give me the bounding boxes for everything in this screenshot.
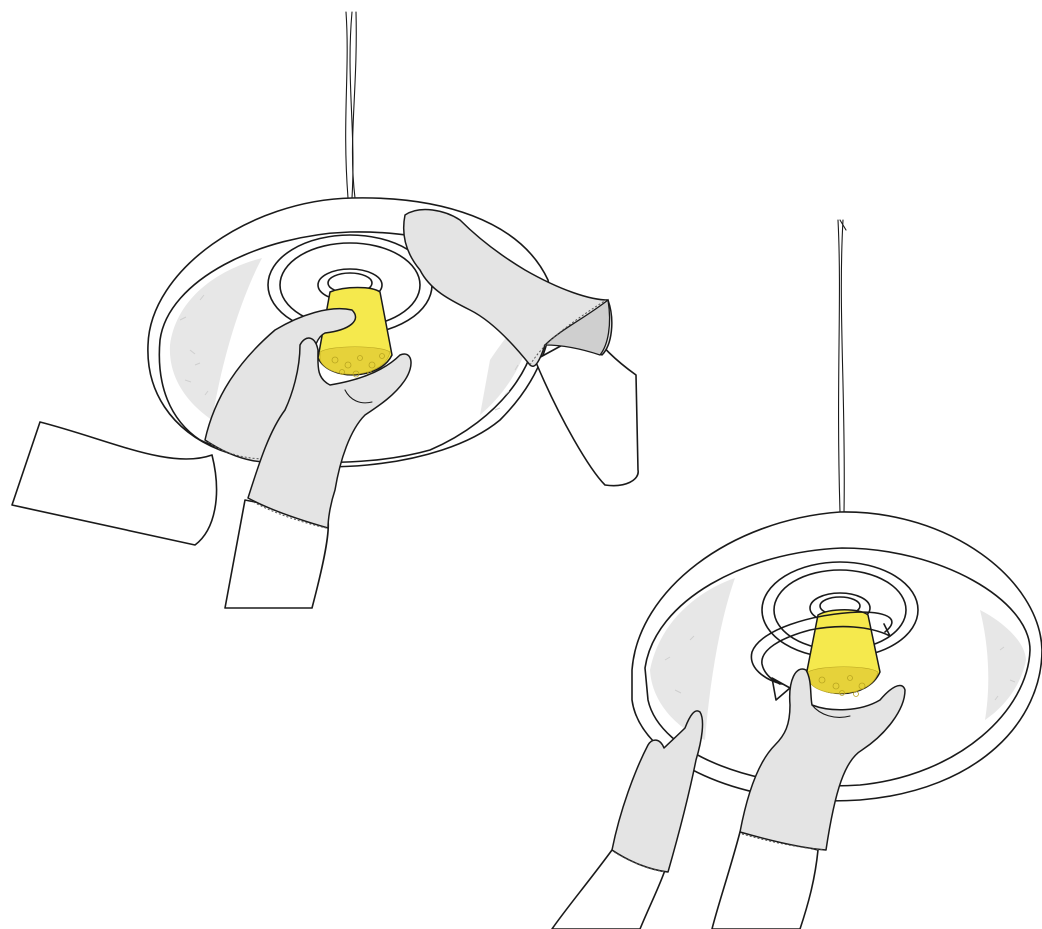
scene-2-rotate-bulb [552,220,1042,929]
pendant-cord-2 [838,220,846,512]
light-bulb-2 [806,610,880,697]
left-forearm [12,422,217,545]
pendant-cord [346,12,357,198]
left-hand-glove-2 [552,711,703,929]
right-forearm [535,330,638,486]
scene-1-replace-bulb [12,12,638,608]
